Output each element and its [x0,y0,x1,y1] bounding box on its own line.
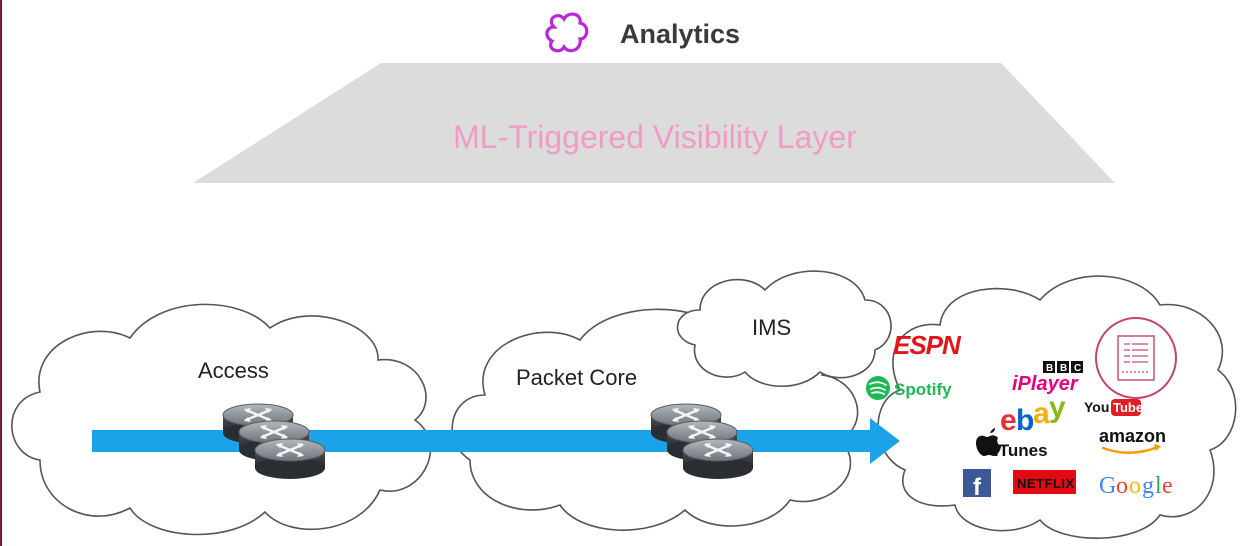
svg-text:Tube: Tube [1113,400,1143,415]
ims-label: IMS [752,315,791,340]
svg-text:l: l [1155,473,1162,499]
svg-text:o: o [1116,473,1128,499]
spotify-logo: Spotify [866,376,952,400]
bbc-iplayer-logo: B B C iPlayer [1012,361,1083,395]
svg-text:b: b [1016,404,1034,437]
router-icon [253,437,327,481]
svg-text:You: You [1084,399,1109,415]
svg-text:e: e [1162,473,1173,499]
access-label: Access [198,358,269,383]
svg-text:iTunes: iTunes [994,441,1048,460]
ims-cloud [676,270,892,388]
visibility-layer-band [193,63,1115,183]
svg-text:C: C [1074,363,1081,374]
youtube-logo: You Tube [1084,399,1143,416]
analytics-logo-icon [545,12,589,53]
router-icon [681,437,755,481]
slide-border [0,0,2,546]
packet-core-label: Packet Core [516,365,637,390]
itunes-logo: iTunes [976,428,1048,460]
espn-logo: ESPN [893,330,963,360]
svg-text:B: B [1060,363,1067,374]
facebook-logo: f [963,469,991,501]
amazon-logo: amazon [1099,426,1166,454]
svg-text:e: e [1000,404,1016,437]
svg-text:iPlayer: iPlayer [1012,373,1079,395]
svg-text:o: o [1129,473,1141,499]
svg-text:ESPN: ESPN [893,330,962,360]
analytics-title: Analytics [620,19,740,49]
svg-text:B: B [1046,363,1053,374]
svg-text:g: g [1142,473,1154,499]
google-logo: G o o g l e [1099,473,1173,499]
svg-text:NETFLIX: NETFLIX [1017,476,1075,491]
svg-text:amazon: amazon [1099,426,1166,446]
visibility-probe-icon [1095,317,1177,399]
netflix-logo: NETFLIX [1013,470,1076,494]
svg-text:Spotify: Spotify [894,380,952,399]
svg-text:G: G [1099,473,1116,499]
visibility-layer-label: ML-Triggered Visibility Layer [453,119,857,155]
access-cloud [11,303,432,536]
svg-text:f: f [973,474,982,501]
